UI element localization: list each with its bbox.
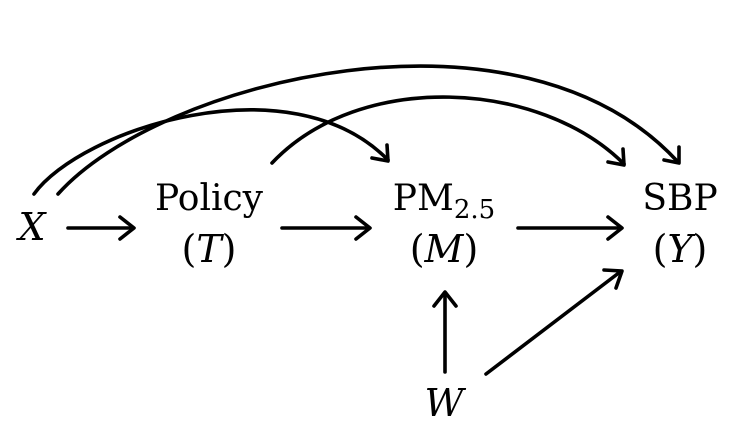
node-w: W xyxy=(424,381,466,425)
edge-policy-to-pm25 xyxy=(280,215,372,241)
edge-x-to-sbp xyxy=(56,64,681,196)
edge-w-to-pm25 xyxy=(432,290,458,374)
edge-x-to-policy xyxy=(66,215,136,241)
node-x-symbol: X xyxy=(15,205,47,249)
node-pm25-name: PM2.5 xyxy=(393,178,495,225)
node-pm25-symbol-line: (M) xyxy=(410,227,479,271)
node-policy-symbol-line: (T) xyxy=(181,227,236,271)
node-pm25: PM2.5 (M) xyxy=(393,178,495,271)
node-sbp: SBP (Y) xyxy=(642,178,717,271)
node-policy-name: Policy xyxy=(155,178,264,219)
node-policy: Policy (T) xyxy=(155,178,264,271)
edge-x-to-pm25 xyxy=(32,108,390,196)
edge-policy-to-sbp xyxy=(270,95,626,167)
node-sbp-symbol-line: (Y) xyxy=(653,227,708,271)
node-w-symbol: W xyxy=(424,381,466,425)
edge-w-to-sbp xyxy=(484,268,624,376)
node-sbp-name: SBP xyxy=(642,178,717,219)
edge-pm25-to-sbp xyxy=(516,215,624,241)
node-x: X xyxy=(15,205,47,249)
